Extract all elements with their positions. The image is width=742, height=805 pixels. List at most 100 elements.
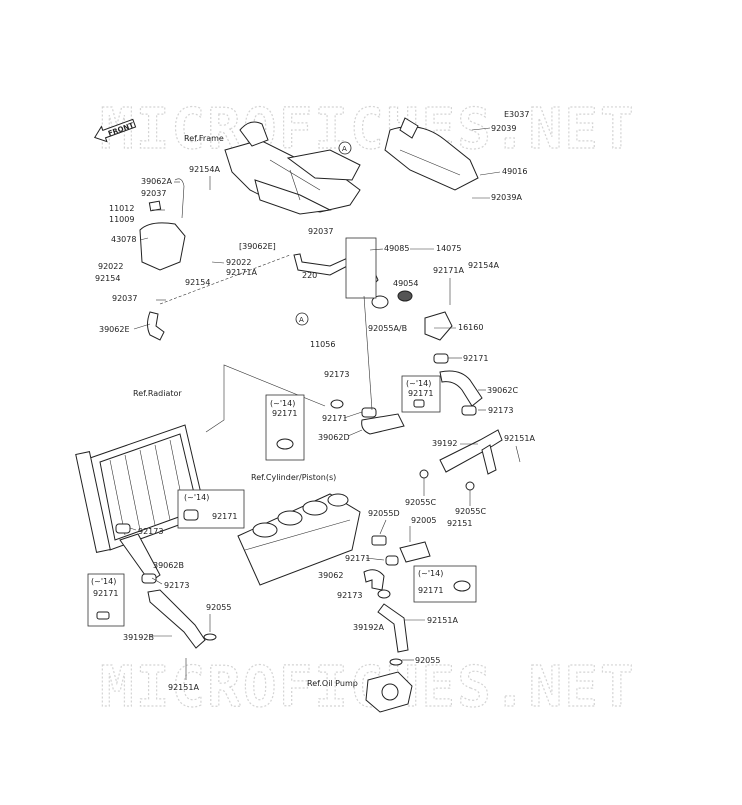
ref-cylinder-label: Ref.Cylinder/Piston(s) (251, 473, 336, 482)
part-label: 92022 (98, 262, 123, 271)
part-label: 92022 (226, 258, 251, 267)
part-label: 14075 (436, 244, 461, 253)
thermostat (397, 290, 413, 302)
diagram-code: E3037 (504, 110, 529, 119)
svg-text:92171: 92171 (408, 389, 433, 398)
note-box-1: (~'14) 92171 (265, 394, 305, 461)
part-label: [39062E] (239, 242, 276, 251)
radiator (75, 424, 207, 553)
note-box-5: (~'14) 92171 (413, 565, 477, 603)
part-label: 92171A (433, 266, 464, 275)
part-label: 92154 (95, 274, 120, 283)
part-label: 92171 (463, 354, 488, 363)
part-label: 16160 (458, 323, 483, 332)
part-label: 92154A (468, 261, 499, 270)
part-label: 39062 (318, 571, 343, 580)
part-label: 92173 (488, 406, 513, 415)
reservoir-tank (139, 178, 186, 271)
svg-text:92171: 92171 (93, 589, 118, 598)
part-label: 49085 (384, 244, 409, 253)
frame-assembly (224, 121, 361, 215)
svg-text:A: A (342, 145, 347, 153)
part-label: 92055D (368, 509, 400, 518)
filler-neck (345, 237, 389, 309)
part-label: 92173 (324, 370, 349, 379)
part-label: 92055 (415, 656, 440, 665)
note-box-2: (~'14) 92171 (401, 375, 441, 413)
svg-text:92171: 92171 (272, 409, 297, 418)
ref-frame-label: Ref.Frame (184, 134, 224, 143)
hose-39062b (119, 533, 161, 583)
oring-92055 (389, 658, 403, 666)
clamp-92173-low (377, 589, 391, 599)
part-label: 92037 (112, 294, 137, 303)
part-label: 39192B (123, 633, 154, 642)
callout-a-top: A (338, 141, 352, 155)
part-label: 11009 (109, 215, 134, 224)
svg-text:(~'14): (~'14) (406, 379, 431, 388)
part-label: 92039A (491, 193, 522, 202)
part-label: 92151 (447, 519, 472, 528)
watermark-top: MICROFICHES.NET (100, 97, 636, 162)
part-label: 92154 (185, 278, 210, 287)
svg-text:(~'14): (~'14) (418, 569, 443, 578)
part-label: 92037 (141, 189, 166, 198)
svg-text:(~'14): (~'14) (270, 399, 295, 408)
part-label: 220 (302, 271, 317, 280)
ref-oil-pump-label: Ref.Oil Pump (307, 679, 358, 688)
callout-a-mid: A (295, 312, 309, 326)
part-label: 11012 (109, 204, 134, 213)
part-label: 39062B (153, 561, 184, 570)
part-label: 92171 (322, 414, 347, 423)
shroud-49016 (384, 117, 479, 191)
clamp-92171 (433, 353, 449, 364)
part-label: 49054 (393, 279, 418, 288)
hose-39062 (363, 569, 385, 591)
part-label: 92173 (337, 591, 362, 600)
note-box-3: (~'14) 92171 (177, 489, 245, 529)
part-label: 92173 (164, 581, 189, 590)
gasket-92055d (371, 535, 387, 546)
note-box-4: (~'14) 92171 (87, 573, 125, 627)
part-label: 39192 (432, 439, 457, 448)
part-label: 92039 (491, 124, 516, 133)
pipe-39192a (377, 603, 409, 653)
svg-text:A: A (299, 316, 304, 324)
clamp-92173-left-low (141, 573, 157, 584)
part-label: 39062D (318, 433, 350, 442)
part-label: 92055A/B (368, 324, 407, 333)
part-label: 92151A (168, 683, 199, 692)
part-label: 92005 (411, 516, 436, 525)
ref-line-neck (363, 295, 373, 411)
hose-39062e (147, 311, 165, 341)
part-label: 92055 (206, 603, 231, 612)
ref-radiator-label: Ref.Radiator (133, 389, 182, 398)
part-label: 39062A (141, 177, 172, 186)
part-label: 92037 (308, 227, 333, 236)
svg-text:92171: 92171 (212, 512, 237, 521)
thermostat-housing (424, 278, 453, 341)
svg-text:(~'14): (~'14) (184, 493, 209, 502)
part-label: 92171A (226, 268, 257, 277)
clamp-92173-mid (330, 399, 344, 409)
part-label: 49016 (502, 167, 527, 176)
oring-92055-left (203, 633, 217, 641)
leader-lines (129, 127, 521, 680)
part-label: 39062C (487, 386, 518, 395)
part-label: 92055C (455, 507, 486, 516)
svg-text:92171: 92171 (418, 586, 443, 595)
clamp-92171-mid (361, 407, 377, 418)
part-label: 92154A (189, 165, 220, 174)
clamp-92173-left (115, 523, 131, 534)
pipe-39192 (419, 429, 503, 491)
ref-line-radiator (205, 364, 326, 433)
clamp-92171-low (385, 555, 399, 566)
part-label: 39192A (353, 623, 384, 632)
clamp-92173 (461, 405, 477, 416)
part-label: 92151A (427, 616, 458, 625)
part-label: 92171 (345, 554, 370, 563)
fitting-92005 (399, 541, 431, 563)
part-label: 39062E (99, 325, 130, 334)
